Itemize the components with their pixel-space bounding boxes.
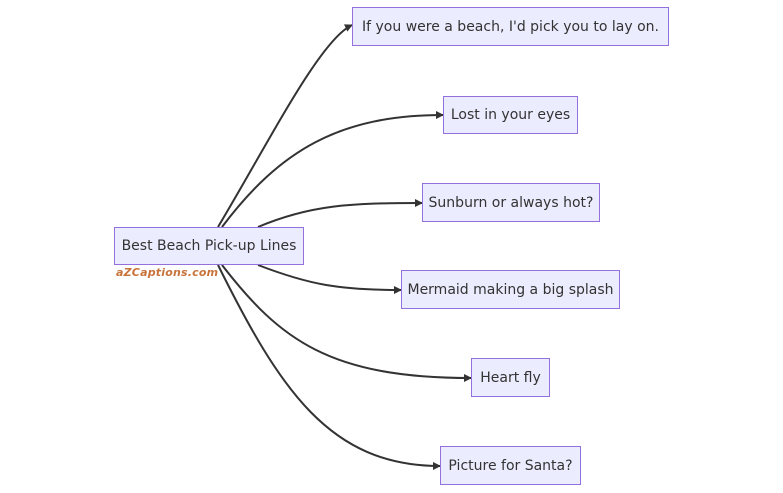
branch-node-label: Sunburn or always hot? — [428, 194, 594, 211]
branch-node-1: If you were a beach, I'd pick you to lay… — [352, 7, 669, 46]
edge-root-to-branch-4 — [257, 264, 402, 294]
branch-node-3: Sunburn or always hot? — [422, 183, 600, 222]
branch-node-2: Lost in your eyes — [443, 96, 578, 134]
watermark-text: aZCaptions.com — [116, 266, 219, 279]
edge-root-to-branch-1 — [217, 24, 353, 228]
branch-node-label: If you were a beach, I'd pick you to lay… — [362, 18, 659, 35]
branch-node-label: Lost in your eyes — [450, 107, 571, 123]
root-node-label: Best Beach Pick-up Lines — [121, 238, 297, 254]
edge-root-to-branch-2 — [221, 111, 444, 228]
branch-node-4: Mermaid making a big splash — [401, 270, 620, 309]
branch-node-label: Heart fly — [480, 369, 541, 386]
branch-node-label: Picture for Santa? — [448, 457, 573, 474]
branch-node-5: Heart fly — [471, 358, 550, 397]
edge-root-to-branch-5 — [221, 264, 472, 382]
edge-root-to-branch-3 — [257, 199, 423, 228]
branch-node-label: Mermaid making a big splash — [407, 281, 614, 298]
branch-node-6: Picture for Santa? — [440, 446, 581, 485]
edge-root-to-branch-6 — [217, 264, 441, 470]
root-node: Best Beach Pick-up Lines — [114, 227, 304, 265]
